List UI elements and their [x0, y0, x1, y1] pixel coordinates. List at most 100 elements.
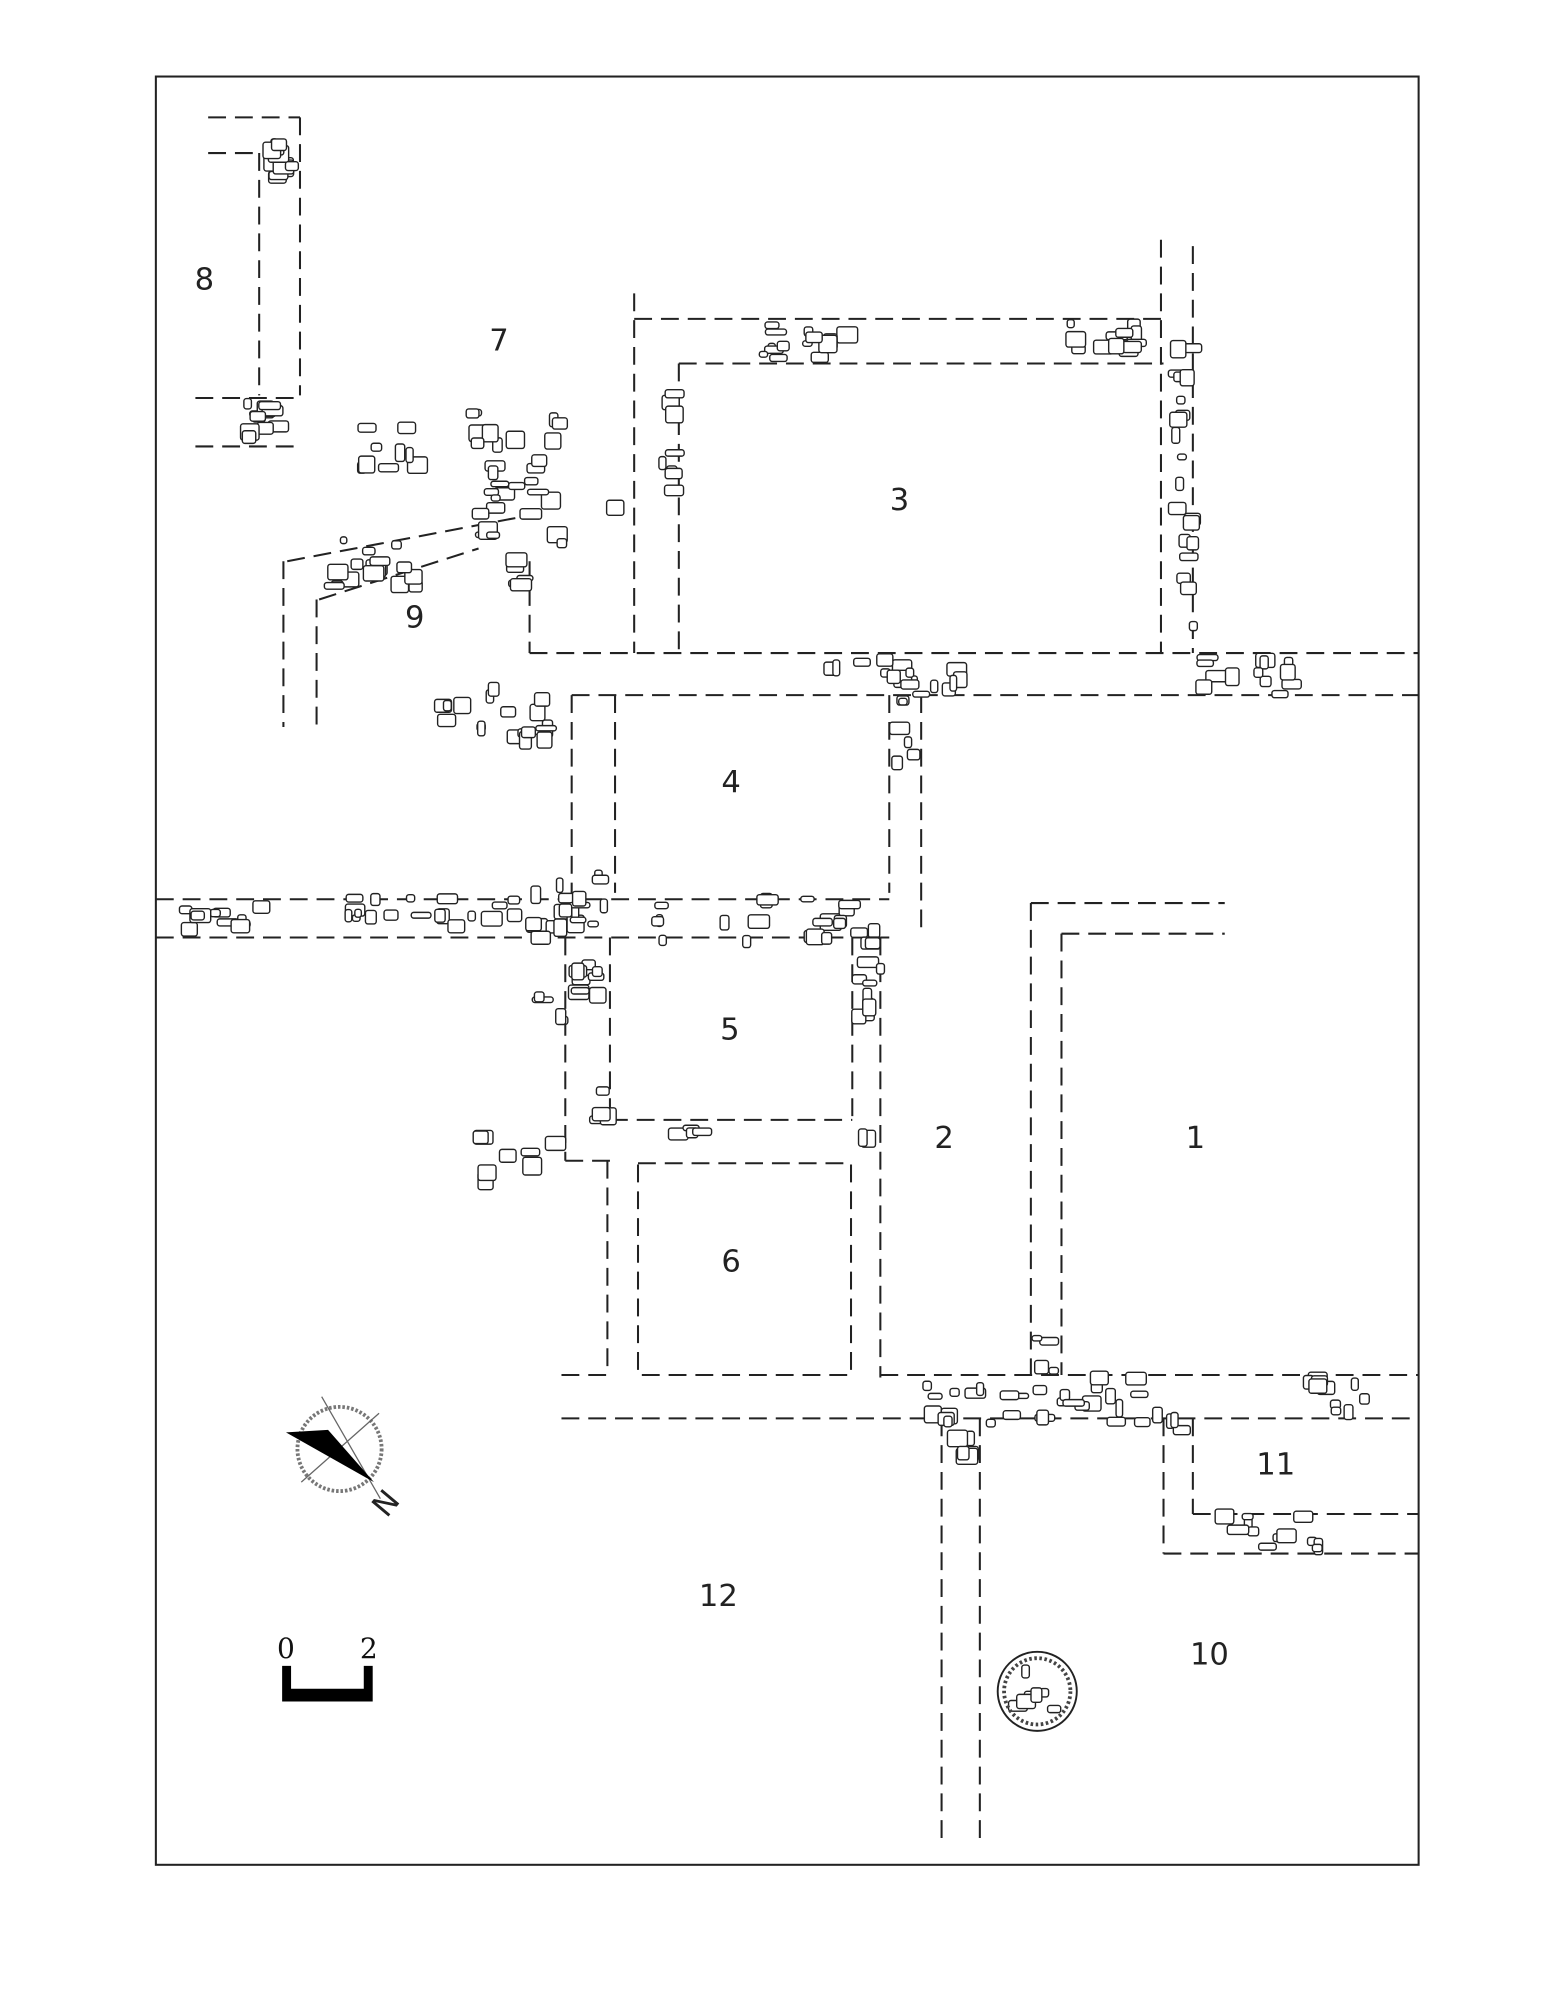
- room-label-4: 4: [721, 765, 740, 800]
- room-label-2: 2: [934, 1121, 953, 1156]
- stone: [505, 552, 528, 568]
- stone: [394, 443, 406, 463]
- stone: [1257, 1542, 1277, 1551]
- stone: [591, 966, 603, 978]
- stone: [1039, 1336, 1060, 1346]
- scale-end-label: 2: [360, 1632, 378, 1665]
- stone: [540, 491, 562, 510]
- stone: [742, 934, 752, 949]
- stone: [357, 422, 377, 433]
- stone: [506, 908, 523, 923]
- stone: [323, 581, 345, 590]
- stone: [553, 918, 568, 938]
- stone: [533, 991, 545, 1003]
- stone: [818, 334, 838, 354]
- stone: [230, 918, 251, 934]
- stone: [769, 353, 788, 363]
- stone: [1033, 1359, 1050, 1375]
- stone: [1271, 689, 1289, 699]
- stone: [1241, 1512, 1254, 1521]
- stone: [1115, 327, 1134, 338]
- stone: [867, 923, 881, 939]
- stone: [864, 937, 881, 950]
- stone: [1059, 1388, 1071, 1402]
- stone: [929, 679, 939, 694]
- stone: [490, 494, 501, 502]
- stone: [520, 726, 537, 739]
- stone: [434, 908, 446, 923]
- stone: [1179, 581, 1197, 596]
- stone: [1032, 1384, 1048, 1396]
- stone: [523, 476, 539, 486]
- stone: [544, 432, 562, 450]
- stone: [800, 895, 815, 903]
- stone: [1030, 1687, 1043, 1703]
- stone: [1170, 1411, 1179, 1429]
- stone: [587, 920, 600, 928]
- stone: [1065, 330, 1087, 348]
- stone: [410, 911, 432, 919]
- stone: [912, 690, 931, 698]
- stone: [555, 877, 564, 894]
- stone: [1350, 1377, 1359, 1392]
- wall-line: [636, 1162, 853, 1377]
- stone: [906, 748, 921, 761]
- stone: [1247, 1526, 1260, 1537]
- stone: [1133, 1417, 1151, 1428]
- stone: [556, 537, 568, 549]
- stone: [1343, 1404, 1354, 1421]
- stone: [595, 1086, 610, 1096]
- stone: [1171, 426, 1181, 444]
- stone: [651, 916, 665, 927]
- stone: [658, 934, 668, 947]
- room-label-11: 11: [1256, 1447, 1295, 1482]
- stone: [654, 901, 669, 910]
- north-arrow: N: [285, 1396, 407, 1524]
- scale-bar: 0 2: [277, 1632, 378, 1702]
- stone: [354, 908, 363, 918]
- stone: [1188, 620, 1199, 632]
- stone: [692, 1127, 713, 1137]
- stone: [805, 331, 823, 344]
- stone: [544, 1135, 567, 1152]
- stone: [1224, 667, 1240, 687]
- stone: [905, 667, 915, 678]
- stone: [397, 421, 417, 435]
- stone: [1281, 678, 1302, 690]
- stone: [1311, 1543, 1323, 1553]
- stone: [747, 914, 771, 930]
- stone: [1048, 1366, 1060, 1375]
- stone: [369, 556, 391, 567]
- stone: [490, 480, 510, 488]
- stone: [1259, 675, 1272, 688]
- stone: [525, 916, 543, 932]
- stone: [487, 465, 499, 481]
- stone: [405, 446, 414, 464]
- stone: [719, 914, 730, 931]
- stone: [447, 919, 466, 934]
- stone: [664, 405, 684, 424]
- stone: [487, 681, 500, 697]
- stone-clusters: [178, 138, 1370, 1714]
- scale-start-label: 0: [277, 1632, 295, 1665]
- stone: [1121, 340, 1143, 354]
- stone: [1276, 1528, 1297, 1544]
- stone: [481, 423, 499, 443]
- stone: [405, 893, 416, 903]
- room-label-12: 12: [699, 1579, 738, 1614]
- stone: [812, 917, 833, 927]
- stone: [1169, 411, 1188, 428]
- stone: [551, 417, 569, 430]
- stone: [252, 900, 271, 914]
- stone: [1179, 552, 1199, 562]
- stone: [1195, 679, 1213, 695]
- stone: [838, 899, 862, 910]
- stone: [891, 755, 904, 771]
- stone: [344, 908, 353, 923]
- stone: [1130, 1390, 1149, 1399]
- stone: [249, 410, 267, 422]
- stone: [558, 903, 573, 918]
- stone: [898, 697, 908, 706]
- stone: [820, 931, 833, 945]
- room-label-10: 10: [1190, 1638, 1229, 1673]
